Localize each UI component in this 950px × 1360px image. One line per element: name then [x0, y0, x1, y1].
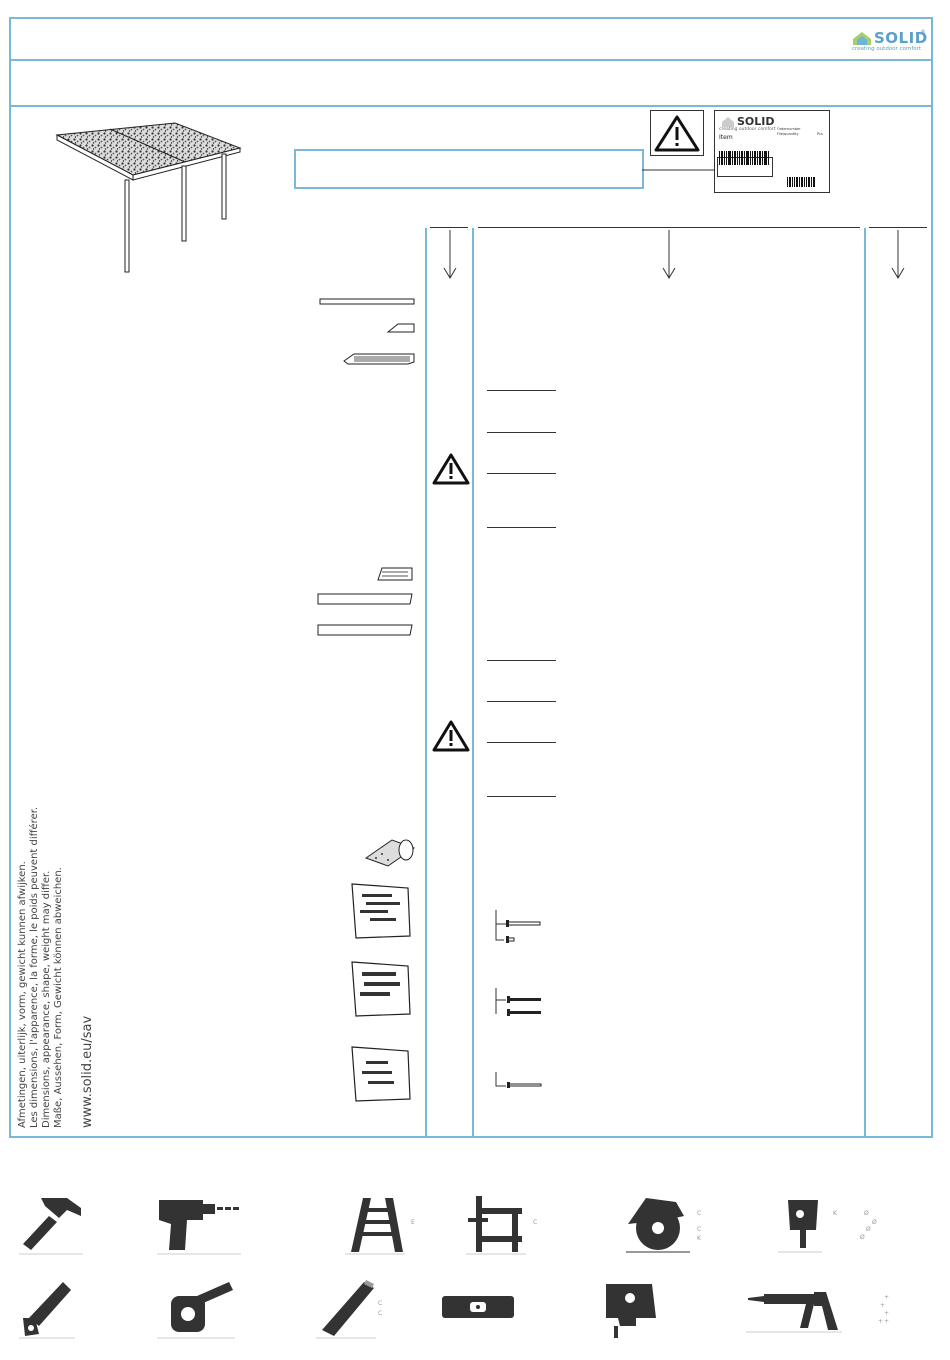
product-label-sample: SOLID creating outdoor comfort Item Orde… — [714, 110, 830, 193]
entry-rule — [487, 432, 556, 433]
parts-group-middle — [317, 567, 413, 636]
tool-note: + — [878, 1318, 884, 1325]
hole-saw-icon — [778, 1200, 822, 1253]
disclaimer-en: Dimensions, appearance, shape, weight ma… — [41, 870, 52, 1128]
warning-icon — [432, 720, 470, 752]
plank-part-icon — [343, 353, 415, 365]
brand-name: SOLID — [874, 29, 928, 47]
tool-note: + — [884, 1318, 890, 1325]
barcode-icon — [719, 151, 769, 165]
label-pcs: Pcs — [817, 132, 823, 136]
entry-rule — [487, 527, 556, 528]
tool-note: C — [378, 1310, 383, 1317]
hardware-bag-icon — [351, 883, 411, 939]
tape-measure-icon — [157, 1282, 235, 1339]
arrow-down-icon — [443, 230, 457, 279]
label-file-quantity: File/quantity — [777, 132, 799, 136]
tool-note: K — [697, 1235, 701, 1242]
tool-note: C — [697, 1226, 702, 1233]
arrow-down-icon — [662, 230, 676, 279]
clamp-icon — [466, 1196, 526, 1255]
brand-registered: ® — [920, 29, 926, 36]
caulking-gun-icon — [746, 1292, 842, 1333]
membrane-roll-icon — [364, 839, 416, 867]
entry-rule — [487, 390, 556, 391]
jigsaw-icon — [606, 1284, 656, 1338]
hardware-bag-icon — [351, 1046, 411, 1102]
bolt-group-icon — [495, 988, 541, 1016]
column-divider-2 — [472, 228, 474, 1138]
house-logo-icon — [853, 32, 871, 45]
spirit-level-icon — [442, 1296, 514, 1318]
column-header-rule-1 — [430, 227, 468, 228]
tool-note: C — [378, 1300, 383, 1307]
column-divider-1 — [425, 228, 427, 1138]
entry-rule — [487, 473, 556, 474]
tool-note: C — [697, 1210, 702, 1217]
tool-note: C — [533, 1219, 538, 1226]
callout-connector — [642, 161, 718, 171]
disclaimer-de: Maße, Aussehen, Form, Gewicht können abw… — [53, 867, 64, 1128]
disclaimer-block: Afmetingen, uiterlijk, vorm, gewicht kun… — [17, 807, 65, 1128]
tool-note: Ø — [860, 1234, 865, 1241]
label-ordernumber: Ordernumber — [777, 127, 801, 131]
nail-group-icon — [495, 1072, 542, 1088]
header-divider-2 — [10, 105, 932, 107]
header-divider-1 — [10, 59, 932, 61]
hand-saw-icon — [19, 1282, 75, 1339]
tool-note: + — [880, 1302, 886, 1309]
tool-note: E — [411, 1219, 415, 1226]
arrow-down-icon — [891, 230, 905, 279]
circular-saw-icon — [626, 1198, 690, 1253]
tool-note: K — [833, 1210, 837, 1217]
entry-rule — [487, 660, 556, 661]
label-item: Item — [719, 134, 733, 141]
label-callout-box — [294, 149, 644, 189]
parts-group-top — [319, 298, 415, 365]
warning-icon — [432, 453, 470, 485]
hardware-bag-icon — [351, 961, 411, 1017]
disclaimer-nl: Afmetingen, uiterlijk, vorm, gewicht kun… — [17, 861, 28, 1128]
label-tagline: creating outdoor comfort — [719, 127, 776, 132]
tool-note: + — [884, 1310, 890, 1317]
tool-note: Ø — [866, 1226, 871, 1233]
disclaimer-fr: Les dimensions, l'apparence, la forme, l… — [29, 806, 40, 1128]
carport-illustration — [55, 122, 242, 273]
tool-note: Ø — [872, 1219, 877, 1226]
drill-icon — [157, 1200, 241, 1255]
ladder-icon — [345, 1198, 405, 1255]
entry-rule — [487, 796, 556, 797]
website-link[interactable]: www.solid.eu/sav — [80, 1015, 95, 1128]
label-house-icon — [722, 117, 734, 127]
warning-icon — [650, 110, 704, 156]
tool-note: + — [884, 1294, 890, 1301]
entry-rule — [487, 701, 556, 702]
utility-knife-icon — [316, 1280, 376, 1339]
label-brand: SOLID — [737, 115, 775, 128]
screw-group-icon — [495, 910, 541, 943]
entry-rule — [487, 742, 556, 743]
column-divider-3 — [864, 228, 866, 1138]
tool-note: Ø — [864, 1210, 869, 1217]
column-header-rule-3 — [869, 227, 927, 228]
brand-tagline: creating outdoor comfort — [852, 46, 922, 52]
document-frame — [9, 17, 933, 1138]
barcode-small-icon — [787, 177, 815, 187]
column-header-rule-2 — [478, 227, 860, 228]
brand-logo: SOLID ® creating outdoor comfort — [852, 29, 932, 55]
hammer-icon — [19, 1198, 83, 1255]
